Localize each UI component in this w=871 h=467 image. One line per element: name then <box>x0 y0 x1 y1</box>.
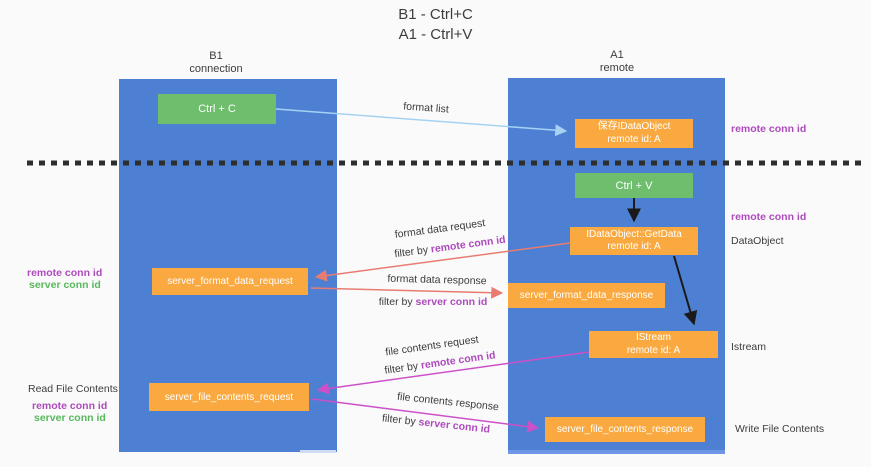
node-ctrl-c: Ctrl + C <box>158 94 276 124</box>
edge-label-format-data-response: format data response <box>387 272 487 288</box>
lane-a1-subtitle: remote <box>599 62 635 74</box>
edge-label-file-contents-response: file contents response <box>396 390 500 414</box>
lane-a1-title: A1 <box>610 49 624 61</box>
annotation-server-conn-id-top-left: server conn id <box>29 279 101 291</box>
node-istream: IStream remote id: A <box>589 331 718 358</box>
title-line-2: A1 - Ctrl+V <box>398 26 473 43</box>
edge-label-format-list: format list <box>402 100 450 116</box>
filter-prefix: filter by <box>393 243 432 261</box>
annotation-write-file-contents: Write File Contents <box>735 423 825 435</box>
annotation-remote-conn-id-top-left: remote conn id <box>27 267 103 279</box>
edge-label-filter-server-conn-id-1: filter by server conn id <box>379 296 488 308</box>
lane-header-b1: B1 connection <box>156 50 276 76</box>
node-idataobject-getdata: IDataObject::GetData remote id: A <box>570 227 698 255</box>
filter-key: server conn id <box>415 296 488 308</box>
annotation-read-file-contents: Read File Contents <box>28 383 118 395</box>
arrow-format-request-to-response <box>310 286 504 299</box>
lane-a1-bottom-edge <box>508 450 725 454</box>
lane-b1-bottom-edge <box>300 450 336 453</box>
node-getdata-line1: IDataObject::GetData <box>586 228 682 240</box>
title-line-1: B1 - Ctrl+C <box>398 6 473 23</box>
node-getdata-line2: remote id: A <box>607 241 661 252</box>
annotation-remote-conn-id-mid-right: remote conn id <box>731 211 807 223</box>
node-save-idataobject: 保存IDataObject remote id: A <box>575 119 693 148</box>
lane-b1-title: B1 <box>209 50 223 62</box>
filter-prefix: filter by <box>381 412 420 429</box>
node-server-file-contents-request: server_file_contents_request <box>149 383 309 411</box>
filter-key: remote conn id <box>420 349 497 372</box>
node-server-format-data-response: server_format_data_response <box>508 283 665 308</box>
node-server-file-contents-response: server_file_contents_response <box>545 417 705 442</box>
node-istream-line2: remote id: A <box>626 344 681 356</box>
node-save-idataobject-line1: 保存IDataObject <box>597 121 671 132</box>
node-server-format-data-request: server_format_data_request <box>152 268 308 295</box>
filter-key: remote conn id <box>430 233 507 256</box>
filter-prefix: filter by <box>383 359 422 377</box>
annotation-dataobject: DataObject <box>731 235 784 247</box>
node-istream-line1: IStream <box>635 332 671 343</box>
annotation-istream: Istream <box>731 341 767 353</box>
filter-key: server conn id <box>417 416 491 436</box>
node-ctrl-v: Ctrl + V <box>575 173 693 198</box>
lane-header-a1: A1 remote <box>557 49 677 75</box>
diagram-title: B1 - Ctrl+C A1 - Ctrl+V <box>300 5 571 45</box>
filter-prefix: filter by <box>378 296 416 308</box>
node-save-idataobject-line2: remote id: A <box>607 133 661 145</box>
lane-b1-subtitle: connection <box>189 63 243 75</box>
annotation-remote-conn-id-bottom-left: remote conn id <box>32 400 108 412</box>
edge-label-filter-server-conn-id-2: filter by server conn id <box>381 412 490 435</box>
annotation-server-conn-id-bottom-left: server conn id <box>34 412 106 424</box>
annotation-remote-conn-id-top-right: remote conn id <box>731 123 807 135</box>
